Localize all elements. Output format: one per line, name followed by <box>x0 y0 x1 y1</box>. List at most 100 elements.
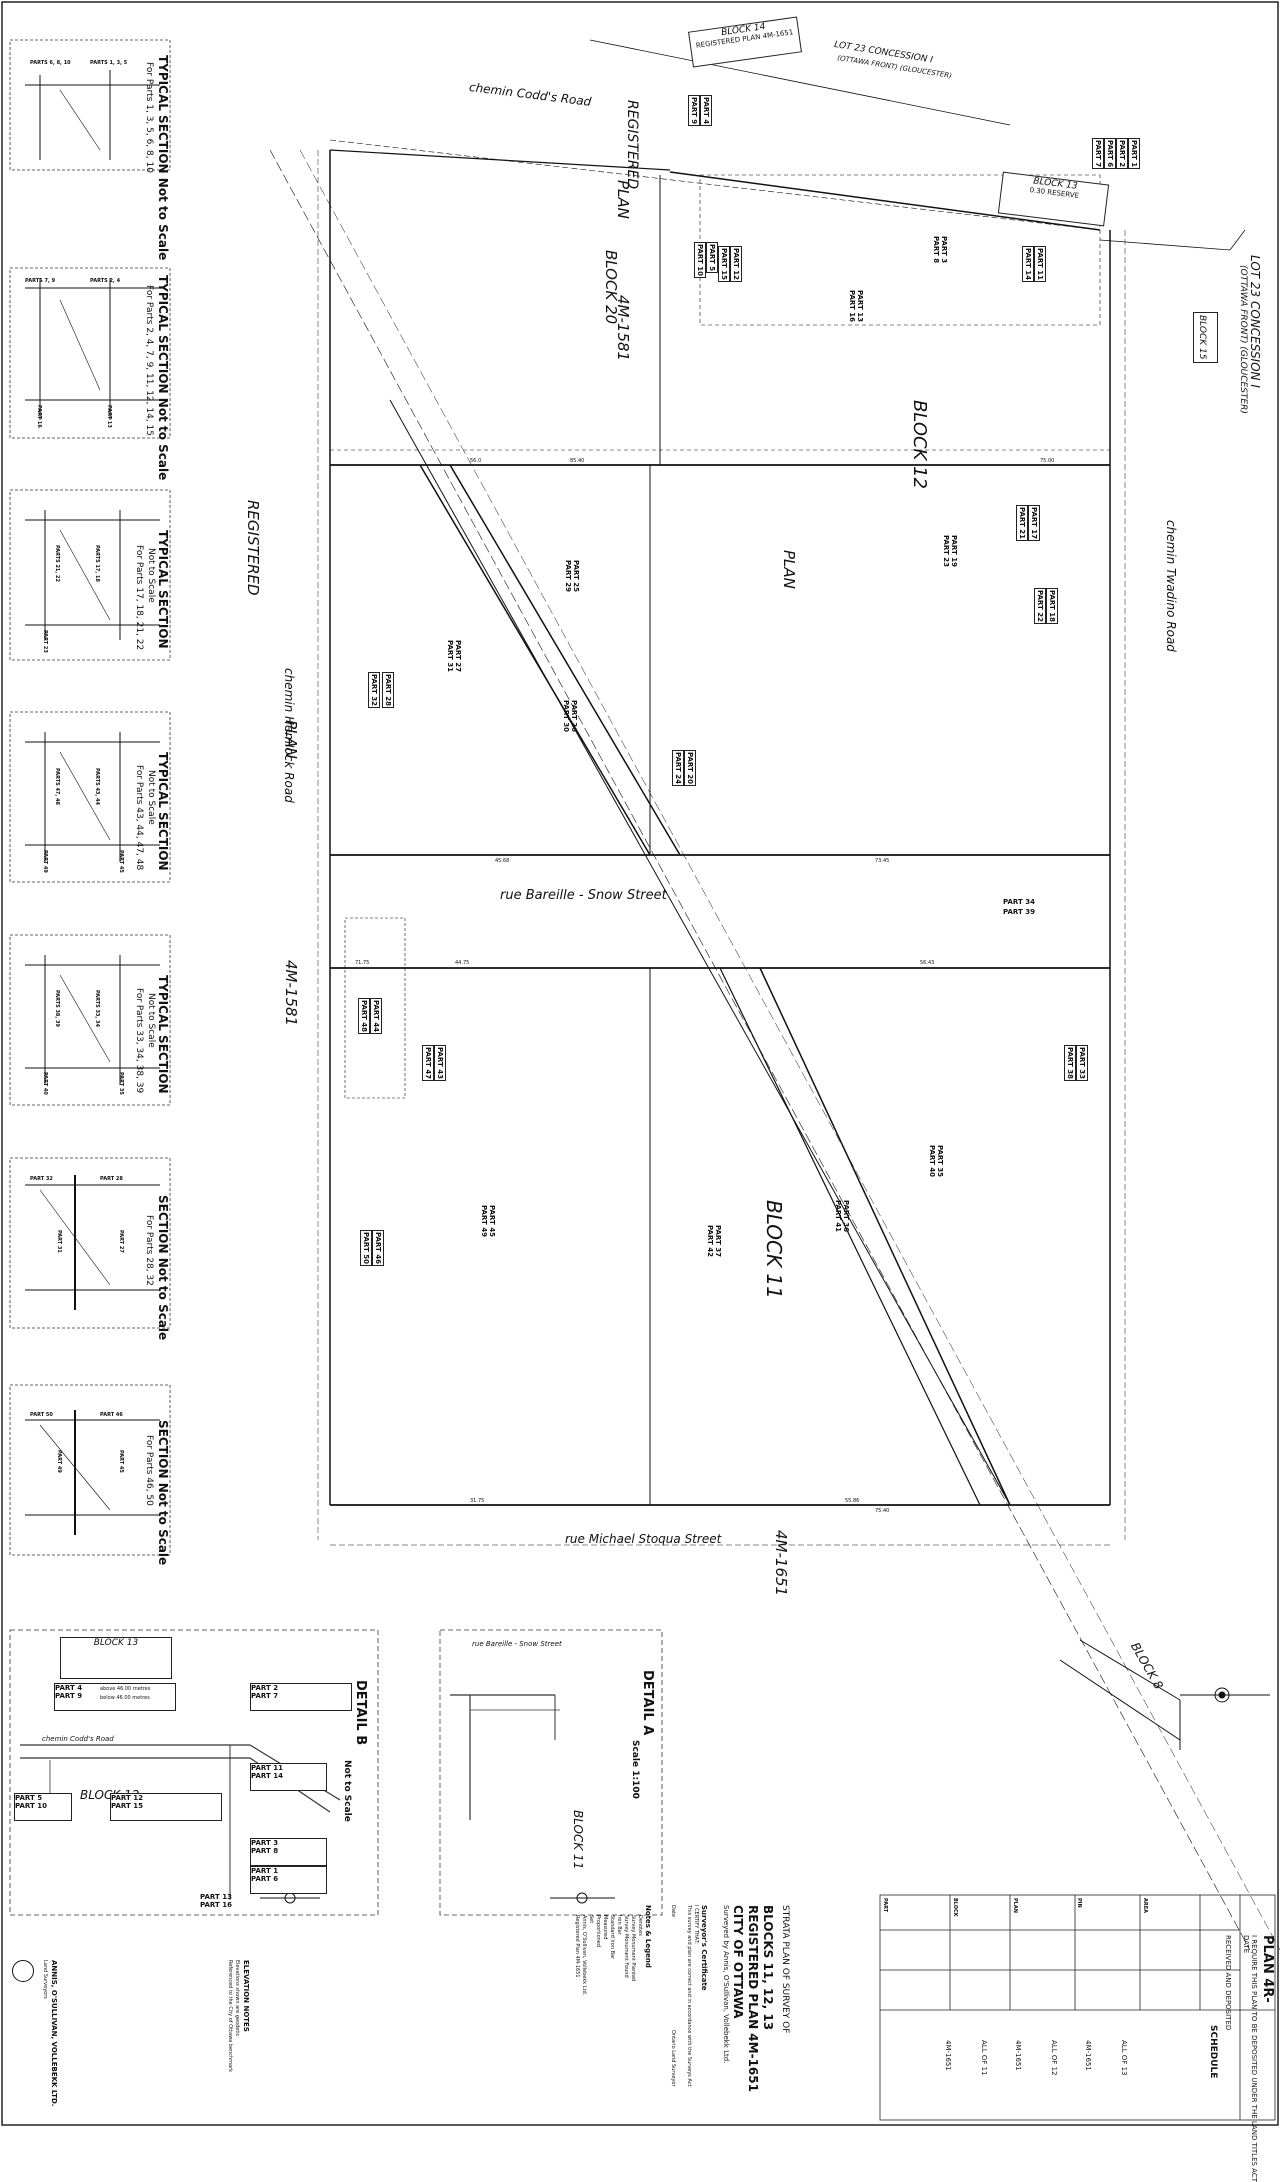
part-label-23: PART 23 <box>942 535 950 567</box>
section-7-title: SECTION Not to Scale <box>156 1420 170 1566</box>
detail-b-elev-below: below 46.00 metres <box>100 1695 150 1701</box>
part-label-38: PART 38 <box>1064 1045 1076 1081</box>
section-6-label-c: PART 31 <box>56 1230 62 1253</box>
dim-71-75: 71.75 <box>355 960 370 966</box>
part-label-46: PART 46 <box>372 1230 384 1266</box>
section-7-label-d: PART 45 <box>118 1450 124 1473</box>
part-label-22: PART 22 <box>1034 588 1046 624</box>
detail-b-part-a5: PART 11 <box>251 1764 283 1772</box>
dim-44-75: 44.75 <box>455 960 470 966</box>
rue-bareille-label: rue Bareille - Snow Street <box>500 888 667 903</box>
typical-section-boxes <box>9 39 171 1556</box>
part-label-37: PART 37 <box>714 1225 722 1257</box>
plan-center-label: PLAN <box>780 550 798 589</box>
part-label-18: PART 18 <box>1046 588 1058 624</box>
legend-item-2: Survey Monument Found <box>623 1915 629 1978</box>
section-4-label-d: PART 45 <box>118 850 124 873</box>
dim-31-75: 31.75 <box>470 1498 485 1504</box>
detail-a-street: rue Bareille - Snow Street <box>472 1640 562 1648</box>
section-3-label-c: PART 23 <box>42 630 48 653</box>
section-7-sub: For Parts 46, 50 <box>144 1435 154 1506</box>
certificate-line2: This survey and plan are correct and in … <box>686 1905 692 2087</box>
section-3-label-a: PARTS 21, 22 <box>54 545 60 583</box>
dim-85-40: 85.40 <box>570 458 585 464</box>
section-5-sub1: Not to Scale <box>146 993 156 1048</box>
section-sketches <box>25 70 160 1535</box>
detail-b-part-box-3: PART 5 PART 10 <box>14 1793 72 1821</box>
dim-45-68: 45.68 <box>495 858 510 864</box>
legend-item-4: Standard Iron Bar <box>609 1915 615 1960</box>
legend-item-6: Proportioned <box>595 1915 601 1948</box>
detail-b-part-box-8: PART 13 PART 16 <box>200 1893 320 1909</box>
lot-right-label: LOT 23 CONCESSION I <box>1248 255 1262 388</box>
section-3-sub: For Parts 17, 18, 21, 22 <box>134 545 144 651</box>
part-label-40: PART 40 <box>928 1145 936 1177</box>
dim-56-0: 56.0 <box>470 458 482 464</box>
detail-b-part-b4: PART 15 <box>111 1802 143 1810</box>
part-label-13: PART 13 <box>856 290 864 322</box>
date-label: DATE <box>1242 1935 1250 1954</box>
sched-row1-plan: 4M-1651 <box>944 2040 952 2071</box>
part-label-50: PART 50 <box>360 1230 372 1266</box>
part-label-34: PART 34 <box>1003 898 1035 906</box>
part-label-45: PART 45 <box>488 1205 496 1237</box>
plan-boundaries <box>269 39 1280 1951</box>
part-label-11: PART 11 <box>1034 246 1046 282</box>
plan-left-num: 4M-1581 <box>282 960 300 1027</box>
detail-b-part-a1: PART 4 <box>55 1684 83 1692</box>
part-label-33: PART 33 <box>1076 1045 1088 1081</box>
section-3-sub1: Not to Scale <box>146 548 156 603</box>
strata-plan-title: STRATA PLAN OF SURVEY OF <box>780 1905 790 2034</box>
michael-stoqua-label: rue Michael Stoqua Street <box>565 1532 722 1546</box>
elevation-notes-heading: ELEVATION NOTES <box>242 1960 250 2032</box>
deposited-text: RECEIVED AND DEPOSITED <box>1224 1935 1232 2031</box>
detail-b-part-box-2: PART 2 PART 7 <box>250 1683 352 1711</box>
section-1-title: TYPICAL SECTION Not to Scale <box>156 55 170 261</box>
dim-56-43: 56.43 <box>920 960 935 966</box>
part-label-6: PART 6 <box>1104 138 1116 170</box>
part-label-10: PART 10 <box>694 242 706 278</box>
section-4-label-a: PARTS 47, 48 <box>54 768 60 806</box>
section-2-label-d: PART 13 <box>106 405 112 428</box>
legend-item-7: Set <box>588 1915 594 1924</box>
detail-b-block13: BLOCK 13 <box>93 1638 139 1648</box>
part-label-25: PART 25 <box>572 560 580 592</box>
part-label-21: PART 21 <box>1016 505 1028 541</box>
part-label-26: PART 26 <box>570 700 578 732</box>
part-label-5: PART 5 <box>706 242 718 274</box>
sched-row1-part: ALL OF 11 <box>980 2040 988 2076</box>
twadino-road-label: chemin Twadino Road <box>1164 520 1178 652</box>
title-block-frame <box>879 1894 1276 2121</box>
registered-plan-line: REGISTERED PLAN 4M-1651 <box>746 1905 760 2092</box>
detail-b-block13-box: BLOCK 13 <box>60 1637 172 1679</box>
survey-drawing <box>1 1 1280 2126</box>
city-line: CITY OF OTTAWA <box>731 1905 745 2019</box>
sched-header-block: BLOCK <box>952 1898 958 1917</box>
dim-75-40: 75.40 <box>875 1508 890 1514</box>
legend-item-0: Denotes <box>637 1915 643 1936</box>
section-5-label-c: PART 40 <box>42 1072 48 1095</box>
section-6-sub: For Parts 28, 32 <box>144 1215 154 1286</box>
detail-b-part-a6: PART 3 <box>251 1839 279 1847</box>
detail-b-part-b7: PART 6 <box>251 1875 279 1883</box>
registered-top-label: REGISTERED <box>624 100 640 190</box>
detail-b-part-b2: PART 7 <box>251 1692 279 1700</box>
sched-row2-part: ALL OF 12 <box>1050 2040 1058 2076</box>
part-label-31: PART 31 <box>446 640 454 672</box>
section-2-sub: For Parts 2, 4, 7, 9, 11, 12, 14, 15 <box>144 285 154 437</box>
section-4-title: TYPICAL SECTION <box>156 752 170 871</box>
detail-b-part-b3: PART 10 <box>15 1802 47 1810</box>
detail-b-part-b6: PART 8 <box>251 1847 279 1855</box>
detail-b-frame <box>9 1629 379 1916</box>
section-4-label-c: PART 49 <box>42 850 48 873</box>
dim-55-86: 55.86 <box>845 1498 860 1504</box>
require-deposit-text: I REQUIRE THIS PLAN TO BE DEPOSITED UNDE… <box>1250 1935 1258 2182</box>
part-label-43: PART 43 <box>434 1045 446 1081</box>
part-label-47: PART 47 <box>422 1045 434 1081</box>
hemlock-road-label: chemin Hemlock Road <box>282 668 296 803</box>
section-7-label-a: PART 50 <box>30 1412 53 1418</box>
section-4-sub: For Parts 43, 44, 47, 48 <box>134 765 144 871</box>
registered-left-label: REGISTERED <box>244 500 262 596</box>
detail-b-part-a8: PART 13 <box>200 1893 232 1901</box>
